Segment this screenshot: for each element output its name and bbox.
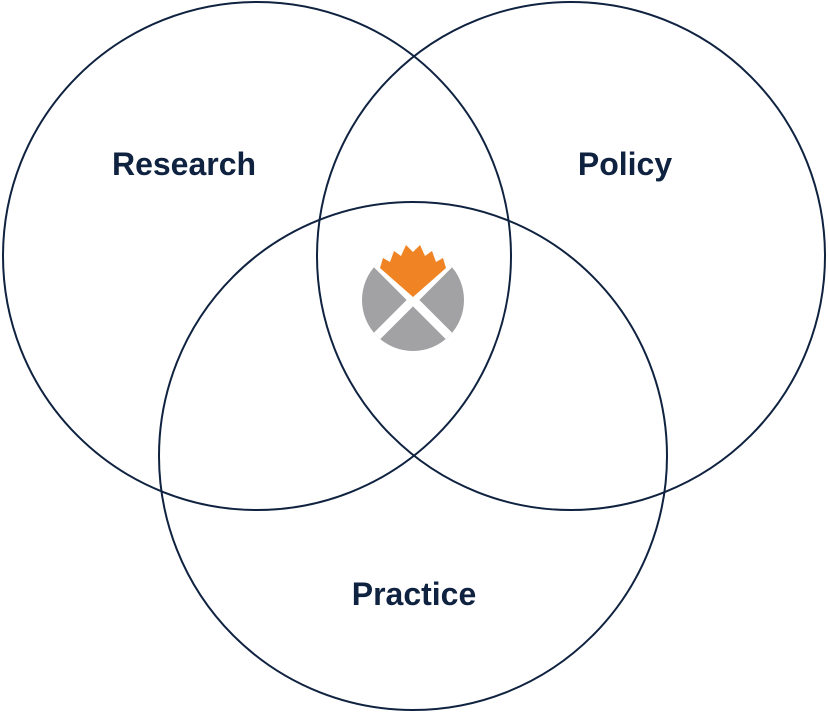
practice-label: Practice [352, 576, 477, 612]
practice-circle [158, 201, 668, 711]
policy-label: Policy [578, 146, 672, 182]
research-label: Research [112, 146, 256, 182]
research-circle [2, 1, 512, 511]
flame-cross-circle-logo [362, 245, 464, 351]
policy-circle [316, 1, 826, 511]
flame-icon [380, 245, 446, 297]
